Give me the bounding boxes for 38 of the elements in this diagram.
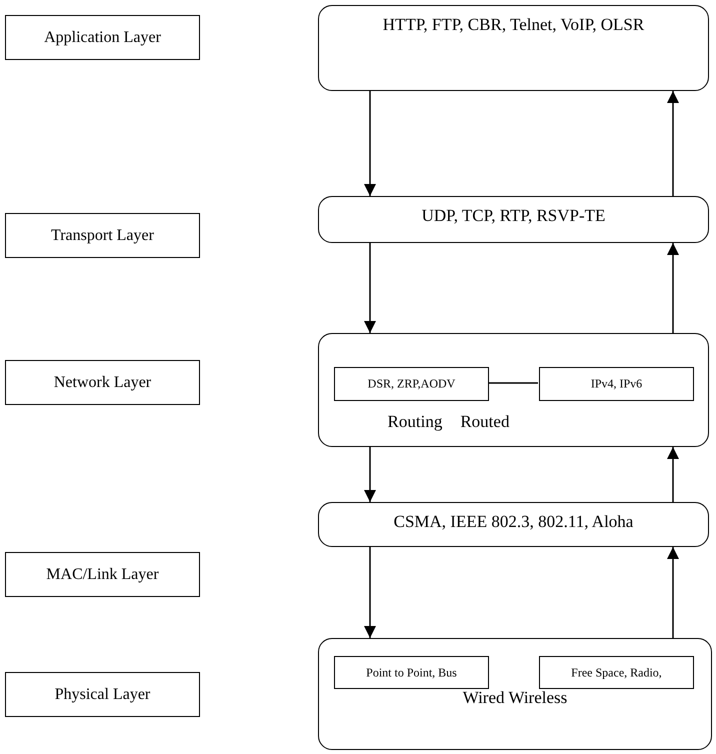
group-label: Routed — [460, 412, 510, 432]
arrow — [667, 547, 679, 638]
layer-label: MAC/Link Layer — [45, 564, 160, 584]
layer-label: Transport Layer — [50, 226, 155, 246]
layer-label: Application Layer — [43, 28, 162, 48]
layer-protocol-box — [318, 502, 709, 547]
layer-protocol-box — [318, 196, 709, 243]
connector-line — [488, 382, 538, 384]
group-label: Routing — [388, 412, 442, 432]
protocol-box — [539, 367, 694, 401]
layer-name-box — [5, 360, 200, 405]
layer-name-box — [5, 15, 200, 60]
layer-label: Network Layer — [52, 372, 152, 392]
arrow — [364, 91, 376, 196]
layer-label: DSR, ZRP,AODV — [366, 376, 456, 392]
layer-protocol-box — [318, 5, 709, 91]
protocol-box — [539, 656, 694, 689]
group-label: Wired Wireless — [462, 687, 568, 708]
layer-label: HTTP, FTP, CBR, Telnet, VoIP, OLSR — [382, 14, 646, 36]
arrow — [364, 447, 376, 502]
layer-label: Point to Point, Bus — [365, 665, 458, 680]
layer-protocol-box — [318, 638, 712, 750]
layer-protocol-box — [318, 333, 709, 447]
layer-label: IPv4, IPv6 — [590, 376, 644, 392]
arrow — [364, 547, 376, 638]
layer-label: Free Space, Radio, — [570, 665, 663, 680]
layer-name-box — [5, 552, 200, 597]
layer-label: Physical Layer — [54, 684, 152, 704]
arrow — [667, 243, 679, 333]
protocol-box — [334, 367, 489, 401]
layer-label: UDP, TCP, RTP, RSVP-TE — [420, 205, 606, 226]
layer-name-box — [5, 213, 200, 258]
arrow — [667, 91, 679, 196]
layer-name-box — [5, 672, 200, 717]
layer-label: CSMA, IEEE 802.3, 802.11, Aloha — [392, 511, 634, 532]
arrow — [364, 243, 376, 333]
protocol-box — [334, 656, 489, 689]
arrow — [667, 447, 679, 502]
